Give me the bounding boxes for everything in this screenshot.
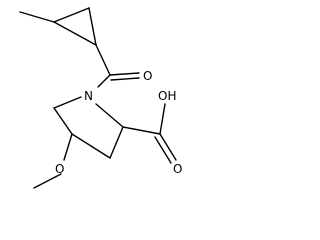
bond-c5-nitrogen (53, 96, 82, 109)
acid-oxygen-label: O (173, 162, 182, 176)
bond-acid-double-a (159, 133, 177, 161)
bond-carbonyl-double-a (109, 72, 140, 76)
bonds (19, 7, 177, 189)
bond-carbonyl-nitrogen (97, 74, 111, 88)
bond-c2-c3 (109, 126, 124, 159)
bond-acid-hydroxyl (159, 103, 166, 135)
bond-acid-double-b (154, 136, 172, 164)
bond-c4-c5 (53, 107, 73, 135)
nitrogen-label: N (84, 89, 93, 103)
structure-canvas: N O O OH O (19, 7, 182, 189)
bond-cyclopropane-3 (53, 21, 97, 46)
bond-c2-acid-carbon (122, 126, 161, 135)
bond-methoxy-methyl (33, 173, 62, 189)
bond-cyclopropane-2 (88, 7, 97, 46)
bond-cyclopropane-carbonyl (95, 44, 111, 76)
carbonyl-oxygen-label: O (143, 69, 152, 83)
acid-hydroxyl-label: OH (158, 89, 176, 103)
molecule-diagram: N O O OH O (19, 7, 182, 189)
bond-cyclopropane-1 (53, 7, 90, 23)
bond-methyl-cyclopropane (19, 11, 55, 23)
bond-carbonyl-double-b (110, 77, 140, 81)
methoxy-oxygen-label: O (55, 162, 64, 176)
bond-c4-methoxy-oxygen (63, 133, 73, 161)
bond-c3-c4 (71, 133, 111, 159)
bond-nitrogen-c2 (95, 103, 124, 128)
